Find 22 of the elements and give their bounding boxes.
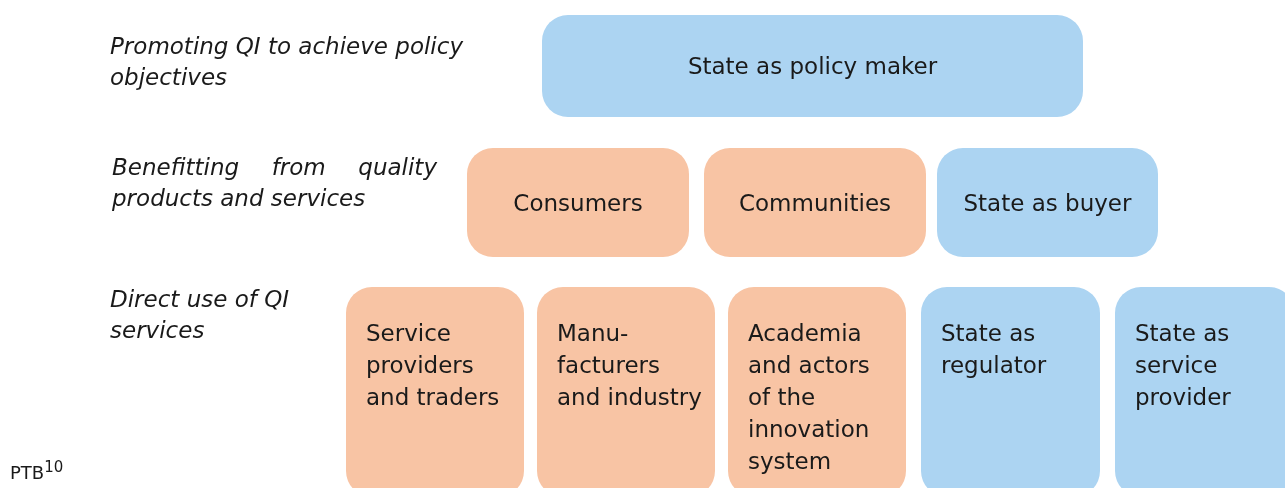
stakeholder-label: State as service provider	[1135, 320, 1231, 410]
source-note: PTB$^{10}$	[10, 457, 65, 485]
row-heading: Direct use of QI services	[110, 285, 291, 345]
stakeholder-label: Academia and actors of the innovation system	[748, 320, 870, 474]
stakeholder-box	[537, 287, 715, 488]
stakeholder-box	[542, 15, 1083, 117]
stakeholder-label: State as buyer	[963, 188, 1132, 218]
stakeholder-label: Consumers	[513, 188, 643, 218]
stakeholder-box	[346, 287, 524, 488]
row-heading: Promoting QI to achieve policy objectives	[110, 32, 464, 92]
stakeholder-label: Communities	[739, 188, 891, 218]
stakeholder-box	[937, 148, 1158, 257]
stakeholder-box	[1115, 287, 1285, 488]
stakeholder-label: Manu-facturers and industry	[557, 320, 702, 410]
row-heading: Benefitting from quality products and services	[112, 153, 437, 213]
stakeholder-box	[704, 148, 926, 257]
stakeholder-box	[921, 287, 1100, 488]
stakeholder-label: State as regulator	[941, 320, 1047, 378]
stakeholder-label: State as policy maker	[687, 52, 938, 81]
stakeholder-box	[728, 287, 906, 488]
stakeholder-box	[467, 148, 689, 257]
stakeholder-label: Service providers and traders	[366, 320, 500, 410]
